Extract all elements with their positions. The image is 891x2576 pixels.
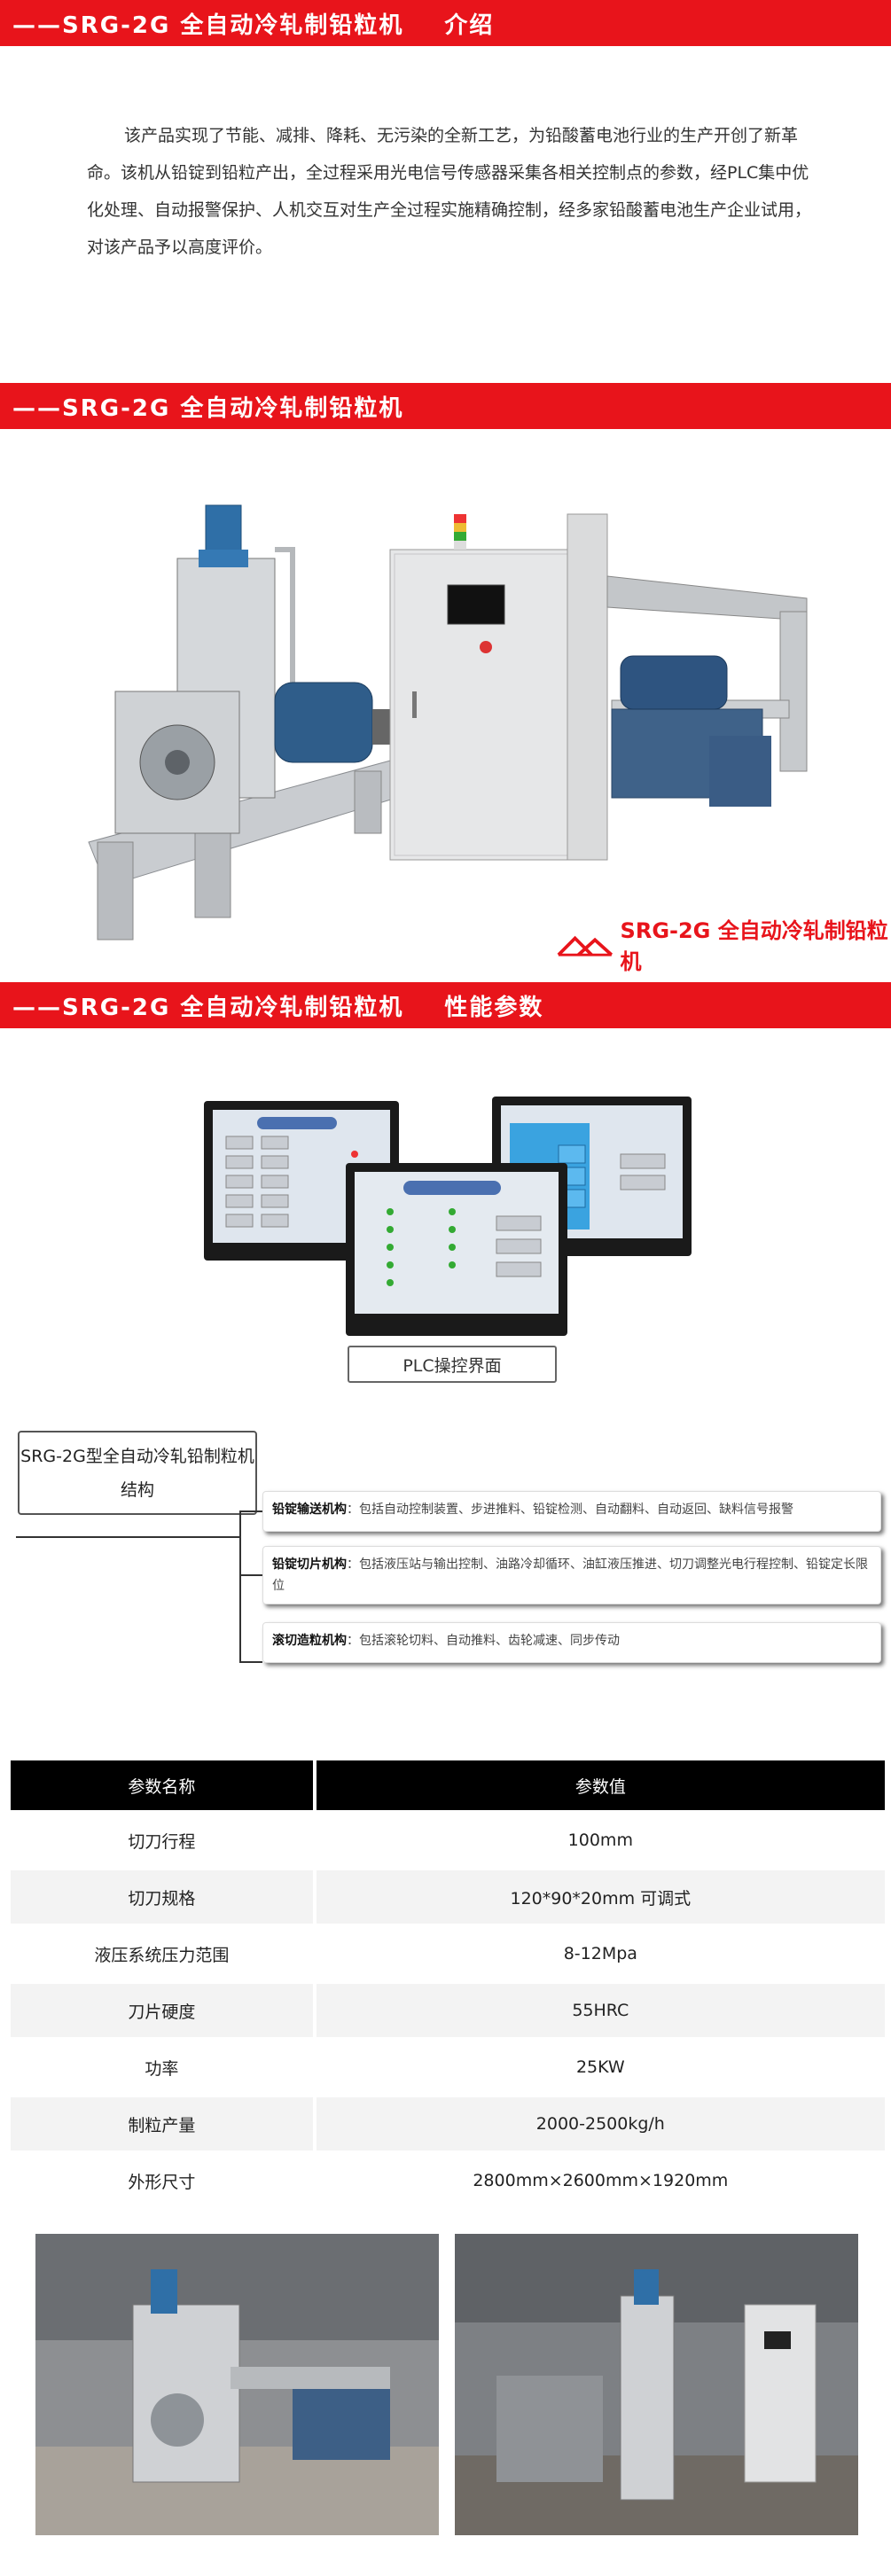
banner-title: ——SRG-2G 全自动冷轧制铅粒机 xyxy=(12,12,404,39)
param-name: 外形尺寸 xyxy=(11,2154,313,2207)
structure-item-label: 滚切造粒机构 xyxy=(272,1634,347,1648)
param-name: 功率 xyxy=(11,2041,313,2094)
tree-line-vertical xyxy=(239,1510,241,1663)
banner-suffix: 介绍 xyxy=(444,12,495,39)
photo-caption: SRG-2G 全自动冷轧制铅粒机 xyxy=(557,913,891,975)
section-banner-params: ——SRG-2G 全自动冷轧制铅粒机 性能参数 xyxy=(0,982,891,1028)
structure-item-desc: ：包括液压站与输出控制、油路冷却循环、油缸液压推进、切刀调整光电行程控制、铅锭定… xyxy=(272,1557,868,1593)
banner-suffix: 性能参数 xyxy=(444,994,544,1021)
caption-text: SRG-2G 全自动冷轧制铅粒机 xyxy=(620,918,888,974)
structure-item: 滚切造粒机构：包括滚轮切料、自动推料、齿轮减速、同步传动 xyxy=(262,1622,881,1663)
table-row: 刀片硬度 55HRC xyxy=(11,1984,885,2037)
plc-screen-illustration xyxy=(204,1097,692,1336)
plc-label-text: PLC操控界面 xyxy=(403,1355,502,1376)
param-name: 切刀规格 xyxy=(11,1870,313,1924)
table-header-value: 参数值 xyxy=(316,1760,885,1810)
structure-title: SRG-2G型全自动冷轧铅制粒机 结构 xyxy=(20,1446,254,1500)
plc-screens xyxy=(0,1083,891,1385)
param-name: 刀片硬度 xyxy=(11,1984,313,2037)
param-table: 参数名称 参数值 切刀行程 100mm 切刀规格 120*90*20mm 可调式… xyxy=(7,1757,888,2211)
structure-item-label: 铅锭输送机构 xyxy=(272,1503,347,1517)
machine-illustration xyxy=(88,504,808,941)
param-value: 100mm xyxy=(316,1814,885,1867)
section-banner-product: ——SRG-2G 全自动冷轧制铅粒机 xyxy=(0,383,891,429)
table-row: 外形尺寸 2800mm×2600mm×1920mm xyxy=(11,2154,885,2207)
param-name: 液压系统压力范围 xyxy=(11,1927,313,1980)
structure-title-box: SRG-2G型全自动冷轧铅制粒机 结构 xyxy=(18,1431,257,1515)
table-row: 切刀规格 120*90*20mm 可调式 xyxy=(11,1870,885,1924)
structure-item-label: 铅锭切片机构 xyxy=(272,1557,347,1572)
structure-item-desc: ：包括滚轮切料、自动推料、齿轮减速、同步传动 xyxy=(347,1634,620,1648)
factory-photos xyxy=(0,2234,891,2549)
table-header-name: 参数名称 xyxy=(11,1760,313,1810)
tree-branch-1 xyxy=(239,1510,262,1512)
param-name: 切刀行程 xyxy=(11,1814,313,1867)
param-value: 120*90*20mm 可调式 xyxy=(316,1870,885,1924)
intro-text: 该产品实现了节能、减排、降耗、无污染的全新工艺，为铅酸蓄电池行业的生产开创了新革… xyxy=(87,126,812,257)
structure-item-desc: ：包括自动控制装置、步进推料、铅锭检测、自动翻料、自动返回、缺料信号报警 xyxy=(347,1503,793,1517)
plc-interface-label: PLC操控界面 xyxy=(348,1346,557,1383)
param-value: 8-12Mpa xyxy=(316,1927,885,1980)
tree-branch-2 xyxy=(239,1574,262,1576)
product-photo xyxy=(0,470,891,966)
intro-paragraph: 该产品实现了节能、减排、降耗、无污染的全新工艺，为铅酸蓄电池行业的生产开创了新革… xyxy=(87,117,825,266)
table-row: 液压系统压力范围 8-12Mpa xyxy=(11,1927,885,1980)
param-value: 25KW xyxy=(316,2041,885,2094)
table-row: 制粒产量 2000-2500kg/h xyxy=(11,2097,885,2151)
param-name: 制粒产量 xyxy=(11,2097,313,2151)
param-value: 2800mm×2600mm×1920mm xyxy=(316,2154,885,2207)
structure-item: 铅锭输送机构：包括自动控制装置、步进推料、铅锭检测、自动翻料、自动返回、缺料信号… xyxy=(262,1491,881,1532)
section-banner-intro: ——SRG-2G 全自动冷轧制铅粒机 介绍 xyxy=(0,0,891,46)
table-header-row: 参数名称 参数值 xyxy=(11,1760,885,1810)
param-value: 2000-2500kg/h xyxy=(316,2097,885,2151)
banner-title: ——SRG-2G 全自动冷轧制铅粒机 xyxy=(12,394,404,422)
table-row: 切刀行程 100mm xyxy=(11,1814,885,1867)
param-value: 55HRC xyxy=(316,1984,885,2037)
banner-title: ——SRG-2G 全自动冷轧制铅粒机 xyxy=(12,994,404,1021)
brand-logo-icon xyxy=(557,935,614,956)
factory-photo-illustration xyxy=(35,2234,858,2535)
tree-line-horizontal xyxy=(16,1536,239,1538)
tree-branch-3 xyxy=(239,1661,262,1663)
structure-item: 铅锭切片机构：包括液压站与输出控制、油路冷却循环、油缸液压推进、切刀调整光电行程… xyxy=(262,1546,881,1604)
table-row: 功率 25KW xyxy=(11,2041,885,2094)
